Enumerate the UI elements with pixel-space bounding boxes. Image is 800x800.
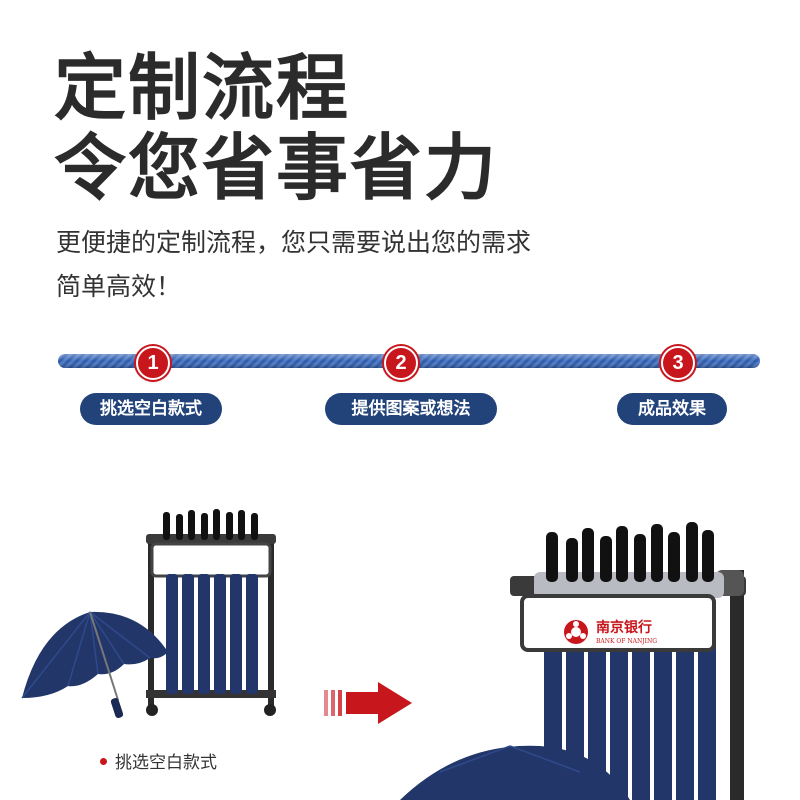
step-3-badge: 3 <box>661 346 695 380</box>
blank-umbrella-stand-image <box>21 509 276 718</box>
step-3-label: 成品效果 <box>617 393 727 425</box>
step-2-badge: 2 <box>384 346 418 380</box>
headline-line-2: 令您省事省力 <box>54 126 499 210</box>
custom-umbrella-stand-image: 南京银行 BANK OF NANJING <box>400 522 746 800</box>
step-1-caption: 挑选空白款式 <box>100 748 217 773</box>
bank-logo-name-en: BANK OF NANJING <box>596 638 657 645</box>
step-1-label: 挑选空白款式 <box>80 393 222 425</box>
subtitle-line-1: 更便捷的定制流程，您只需要说出您的需求 <box>56 228 532 257</box>
step-1-badge: 1 <box>136 346 170 380</box>
arrow-right-icon <box>324 682 412 724</box>
headline-line-1: 定制流程 <box>54 46 351 130</box>
step-2-label: 提供图案或想法 <box>325 393 497 425</box>
subtitle-line-2: 简单高效！ <box>56 272 182 301</box>
bullet-dot-icon <box>100 758 107 765</box>
bank-logo-name-cn: 南京银行 <box>596 619 652 636</box>
caption-text: 挑选空白款式 <box>115 753 217 773</box>
